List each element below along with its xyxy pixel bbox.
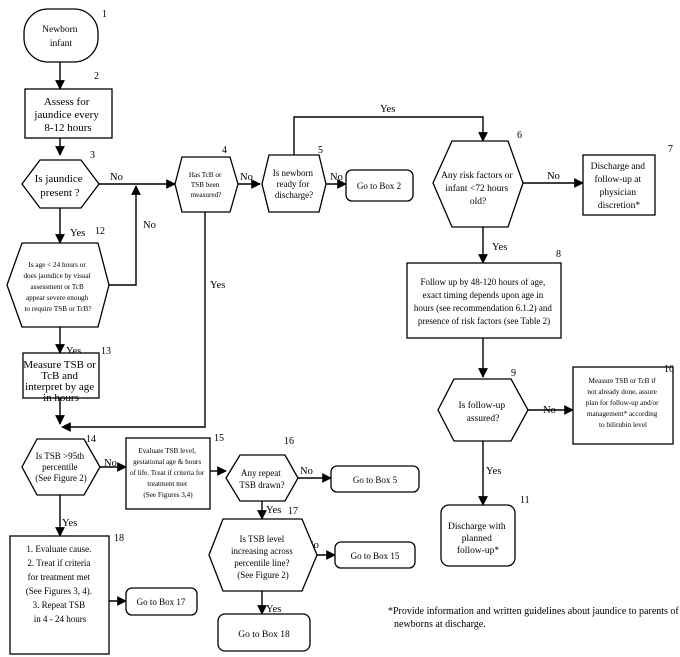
node-15-number: 15	[214, 433, 224, 444]
goto-box-2-label: Go to Box 2	[357, 181, 401, 191]
edge-5-6	[293, 116, 488, 155]
edge-4-14	[61, 212, 206, 432]
goto-box-18-label: Go to Box 18	[238, 630, 290, 640]
node-10-number: 10	[664, 364, 674, 375]
node-14-label: Is TSB >95th percentile (See Figure 2)	[35, 451, 87, 483]
node-5-label: Is newborn ready for discharge?	[273, 168, 316, 200]
edge-label-17-17c: Yes	[266, 604, 281, 615]
node-18-shape	[9, 535, 110, 655]
node-17b-shape	[334, 541, 416, 569]
edge-label-12-4: No	[143, 220, 156, 231]
shapes	[6, 8, 674, 655]
node-3-number: 3	[90, 150, 95, 161]
node-7-label: Discharge and follow-up at physician dis…	[591, 162, 648, 211]
node-16-label: Any repeat TSB drawn?	[239, 468, 284, 490]
node-15-label: Evaluate TSB level, gestational age & ho…	[130, 447, 206, 499]
node-3-label: Is jaundice present ?	[35, 173, 86, 199]
edge-label-16-16b: No	[300, 466, 313, 477]
node-2-shape	[24, 88, 113, 139]
node-12-number: 12	[95, 226, 105, 237]
node-9-label: Is follow-up assured?	[458, 400, 507, 424]
node-2-number: 2	[94, 71, 99, 82]
edge-label-9-10: No	[543, 405, 556, 416]
edge-label-14-15: No	[104, 458, 117, 469]
footnote: *Provide information and written guideli…	[388, 606, 680, 630]
node-18-number: 18	[114, 533, 124, 544]
edge-label-14-18: Yes	[62, 518, 77, 529]
node-8-label: Follow up by 48-120 hours of age, exact …	[414, 277, 554, 326]
node-11-shape	[440, 504, 516, 567]
node-5-shape	[261, 154, 327, 213]
node-17-number: 17	[288, 506, 298, 517]
node-4-shape	[174, 156, 239, 213]
node-17c-shape	[217, 613, 311, 652]
node-text: Newborn infant 1 Assess for jaundice eve…	[23, 9, 674, 640]
node-5-number: 5	[318, 145, 323, 156]
node-10-shape	[572, 366, 674, 445]
edge-label-5-5b: No	[330, 172, 343, 183]
node-6-number: 6	[517, 130, 522, 141]
node-6-label: Any risk factors or infant <72 hours old…	[441, 170, 515, 207]
node-12-label: Is age < 24 hours or does jaundice by vi…	[23, 261, 92, 313]
edge-label-4-5: No	[240, 172, 253, 183]
goto-box-15-label: Go to Box 15	[351, 551, 400, 561]
node-15-shape	[125, 437, 211, 510]
node-2-label: Assess for jaundice every 8-12 hours	[33, 96, 101, 134]
node-7-shape	[582, 154, 656, 216]
node-11-label: Discharge with planned follow-up*	[448, 522, 508, 556]
edge-label-9-11: Yes	[486, 466, 501, 477]
node-4-label: Has TcB or TSB been measured?	[189, 171, 223, 199]
node-13-label: Measure TSB or TcB and interpret by age …	[23, 359, 98, 404]
node-7-number: 7	[668, 144, 673, 155]
node-16b-shape	[330, 465, 420, 493]
node-1-label: Newborn infant	[42, 25, 80, 49]
node-9-shape	[437, 378, 529, 442]
node-18b-shape	[125, 587, 198, 616]
node-6-shape	[432, 140, 524, 228]
node-14-shape	[21, 438, 101, 496]
node-16-shape	[225, 454, 299, 502]
node-14-number: 14	[86, 434, 96, 445]
node-11-number: 11	[520, 495, 530, 506]
goto-box-17-label: Go to Box 17	[137, 597, 186, 607]
edge-label-6-8: Yes	[492, 242, 507, 253]
edge-label-4-14: Yes	[210, 280, 225, 291]
node-16-number: 16	[284, 436, 294, 447]
node-13-shape	[22, 352, 100, 399]
node-4-number: 4	[222, 145, 227, 156]
node-13-number: 13	[101, 346, 111, 357]
node-18-label: 1. Evaluate cause. 2. Treat if criteria …	[26, 544, 95, 624]
node-1-shape	[23, 8, 99, 63]
edge-12-4	[109, 185, 141, 286]
goto-box-5-label: Go to Box 5	[353, 475, 398, 485]
node-8-number: 8	[556, 249, 561, 260]
edge-label-12-13: Yes	[66, 346, 81, 357]
edges	[55, 62, 584, 615]
node-9-number: 9	[511, 368, 516, 379]
node-17-label: Is TSB level increasing across percentil…	[231, 534, 295, 580]
node-8-shape	[406, 262, 562, 339]
node-5b-shape	[345, 169, 414, 202]
edge-label-16-17: Yes	[266, 505, 281, 516]
edge-label-3-12: Yes	[70, 228, 85, 239]
edge-label-5-6: Yes	[380, 104, 395, 115]
node-1-number: 1	[102, 9, 107, 20]
edge-label-6-7: No	[547, 171, 560, 182]
node-10-label: Measure TSB or TcB if not already done, …	[586, 377, 661, 429]
edge-label-3-4: No	[110, 172, 123, 183]
node-3-shape	[21, 159, 100, 209]
node-17-shape	[208, 518, 318, 592]
node-12-shape	[6, 242, 110, 328]
